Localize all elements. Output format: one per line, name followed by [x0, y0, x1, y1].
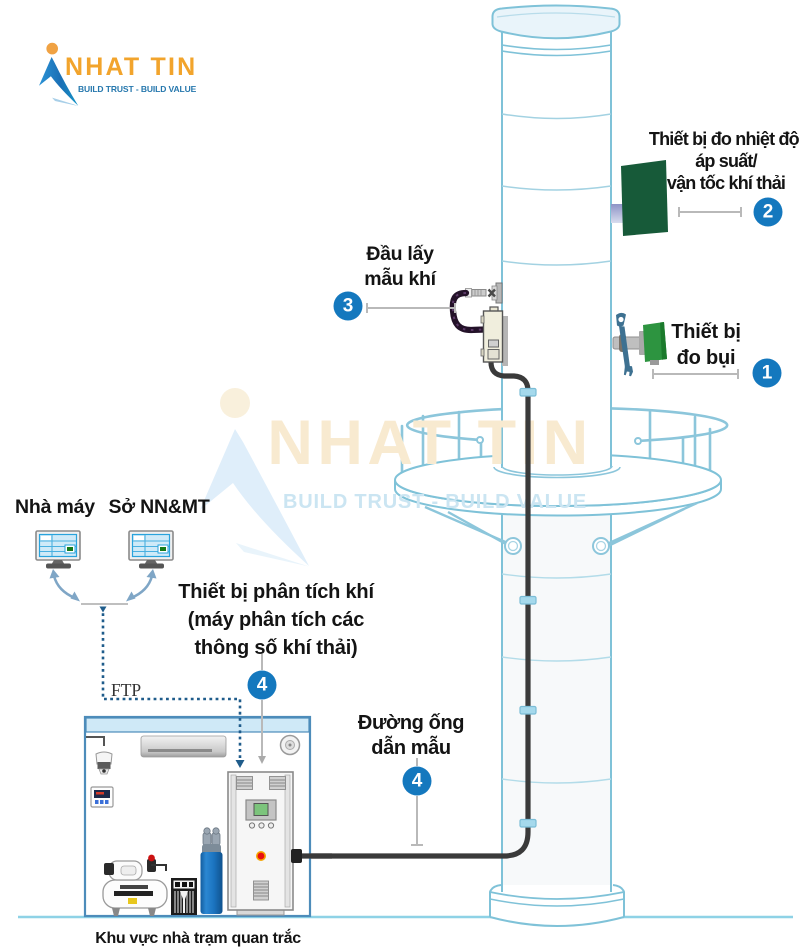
svg-text:BUILD TRUST - BUILD VALUE: BUILD TRUST - BUILD VALUE — [283, 491, 587, 513]
svg-text:NHAT TIN: NHAT TIN — [267, 408, 592, 478]
